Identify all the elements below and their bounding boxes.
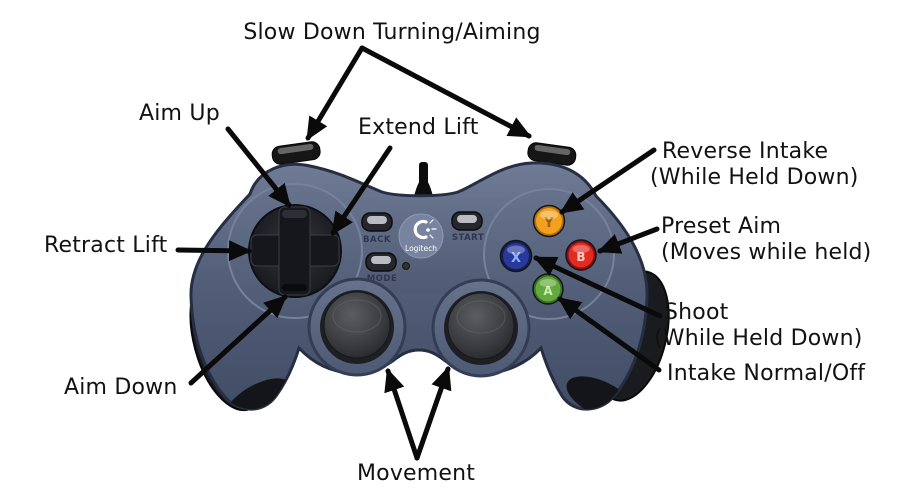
button-a: A <box>532 273 564 305</box>
arrow-extend-lift <box>330 145 393 236</box>
button-y: Y <box>532 204 566 238</box>
arrow-slow-down-left <box>305 45 365 141</box>
label-preset-aim-line2: (Moves while held) <box>661 240 872 265</box>
label-extend-lift: Extend Lift <box>358 115 479 140</box>
left-stick <box>307 277 407 377</box>
label-shoot-line2: (While Held Down) <box>654 326 863 351</box>
label-preset-aim: Preset Aim (Moves while held) <box>661 214 871 266</box>
mode-label: MODE <box>367 274 398 284</box>
arrow-movement-left <box>384 368 420 461</box>
label-slow-down-turning-aiming: Slow Down Turning/Aiming <box>243 20 541 45</box>
label-retract-lift: Retract Lift <box>44 233 168 258</box>
button-b-glyph: B <box>576 250 585 264</box>
arrow-slow-down-right <box>359 45 532 139</box>
arrow-shoot <box>533 255 663 319</box>
right-stick <box>431 278 531 378</box>
label-reverse-intake-line1: Reverse Intake <box>662 139 829 164</box>
left-grip-tip <box>223 378 293 410</box>
label-reverse-intake-line2: (While Held Down) <box>650 165 859 190</box>
arrow-aim-down <box>188 294 288 386</box>
logitech-logo: Logitech <box>398 213 444 259</box>
arrow-aim-up <box>225 126 292 208</box>
arrow-retract-lift <box>175 240 252 262</box>
label-preset-aim-line1: Preset Aim <box>661 214 782 239</box>
arrow-movement-right <box>414 366 452 461</box>
logo-text: Logitech <box>405 244 437 253</box>
arrow-reverse-intake <box>559 147 657 215</box>
label-aim-down: Aim Down <box>64 375 178 400</box>
buttons-platform <box>483 188 615 320</box>
label-shoot: Shoot (While Held Down) <box>654 300 863 352</box>
start-button <box>451 211 483 231</box>
button-x: X <box>499 239 533 273</box>
label-movement: Movement <box>357 461 476 486</box>
label-aim-up: Aim Up <box>139 101 220 126</box>
button-x-glyph: X <box>511 251 521 266</box>
start-label: START <box>452 233 484 243</box>
back-label: BACK <box>363 235 391 245</box>
led-indicator <box>402 262 410 270</box>
arrow-intake-normal <box>557 296 662 373</box>
mode-button <box>365 252 397 272</box>
back-button <box>361 212 393 232</box>
button-b: B <box>565 239 597 271</box>
label-intake-normal-off: Intake Normal/Off <box>667 361 866 386</box>
label-reverse-intake: Reverse Intake (While Held Down) <box>650 139 859 191</box>
button-a-glyph: A <box>543 284 553 298</box>
button-y-glyph: Y <box>543 216 554 231</box>
dpad <box>248 204 342 298</box>
label-shoot-line1: Shoot <box>664 300 729 325</box>
left-shoulder-button <box>271 141 321 165</box>
arrow-preset-aim <box>597 226 660 254</box>
dpad-vertical <box>278 206 311 296</box>
